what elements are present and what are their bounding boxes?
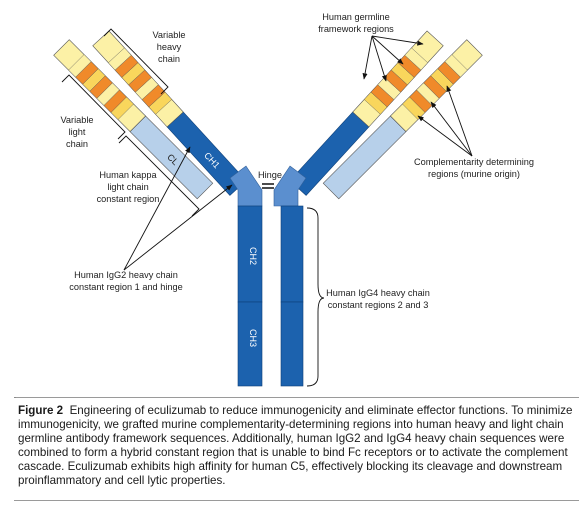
antibody-diagram: CH1 CL (53, 12, 534, 387)
hinge-label: Hinge (258, 170, 282, 180)
svg-text:constant region: constant region (97, 194, 160, 204)
right-heavy-variable-domain (352, 30, 444, 128)
svg-text:Variable: Variable (60, 115, 93, 125)
igg2-arrows (123, 146, 233, 271)
svg-text:heavy: heavy (157, 42, 182, 52)
fc-region: CH2 CH3 (237, 205, 304, 387)
svg-text:Human kappa: Human kappa (99, 170, 157, 180)
igg2-label: Human IgG2 heavy chain constant region 1… (69, 270, 182, 292)
cdr-arrows (417, 85, 473, 157)
svg-text:chain: chain (66, 139, 88, 149)
svg-text:Human IgG4 heavy chain: Human IgG4 heavy chain (326, 288, 430, 298)
kappa-label: Human kappa light chain constant region (97, 170, 160, 204)
variable-light-chain-label: Variable light chain (60, 115, 93, 149)
svg-text:light: light (69, 127, 86, 137)
ch2-label: CH2 (248, 247, 258, 265)
right-light-chain (322, 39, 483, 200)
hinge-region: Hinge (229, 165, 307, 207)
variable-heavy-chain-label: Variable heavy chain (152, 30, 185, 64)
kappa-bracket (118, 135, 200, 217)
svg-text:regions (murine origin): regions (murine origin) (428, 169, 520, 179)
svg-text:Human IgG2 heavy chain: Human IgG2 heavy chain (74, 270, 178, 280)
svg-text:Variable: Variable (152, 30, 185, 40)
human-germline-label: Human germline framework regions (318, 12, 394, 34)
variable-light-bracket (61, 74, 126, 140)
cdr-label: Complementarity determining regions (mur… (414, 157, 534, 179)
figure-caption: Figure 2 Engineering of eculizumab to re… (14, 397, 579, 501)
left-ch3-domain (237, 301, 263, 387)
igg4-label: Human IgG4 heavy chain constant regions … (326, 288, 430, 310)
caption-title: Figure 2 (18, 404, 64, 417)
svg-text:constant region 1 and hinge: constant region 1 and hinge (69, 282, 182, 292)
right-ch2-domain (280, 205, 304, 303)
caption-body: Engineering of eculizumab to reduce immu… (18, 404, 573, 488)
svg-text:chain: chain (158, 54, 180, 64)
variable-heavy-bracket (103, 28, 169, 95)
right-heavy-chain-arm (289, 30, 444, 196)
right-light-variable-domain (389, 39, 483, 133)
svg-text:framework regions: framework regions (318, 24, 394, 34)
left-light-variable-domain (53, 39, 147, 133)
left-heavy-chain-arm: CH1 (92, 30, 247, 196)
left-heavy-variable-domain (92, 30, 184, 128)
ch3-label: CH3 (248, 329, 258, 347)
svg-text:light chain: light chain (107, 182, 148, 192)
svg-text:Human germline: Human germline (322, 12, 389, 22)
svg-text:constant regions 2 and 3: constant regions 2 and 3 (328, 300, 429, 310)
left-ch2-domain (237, 205, 263, 303)
germline-arrows (362, 35, 424, 82)
right-ch3-domain (280, 301, 304, 387)
igg4-bracket (306, 207, 325, 387)
svg-text:Complementarity determining: Complementarity determining (414, 157, 534, 167)
left-light-chain: CL (53, 39, 214, 200)
